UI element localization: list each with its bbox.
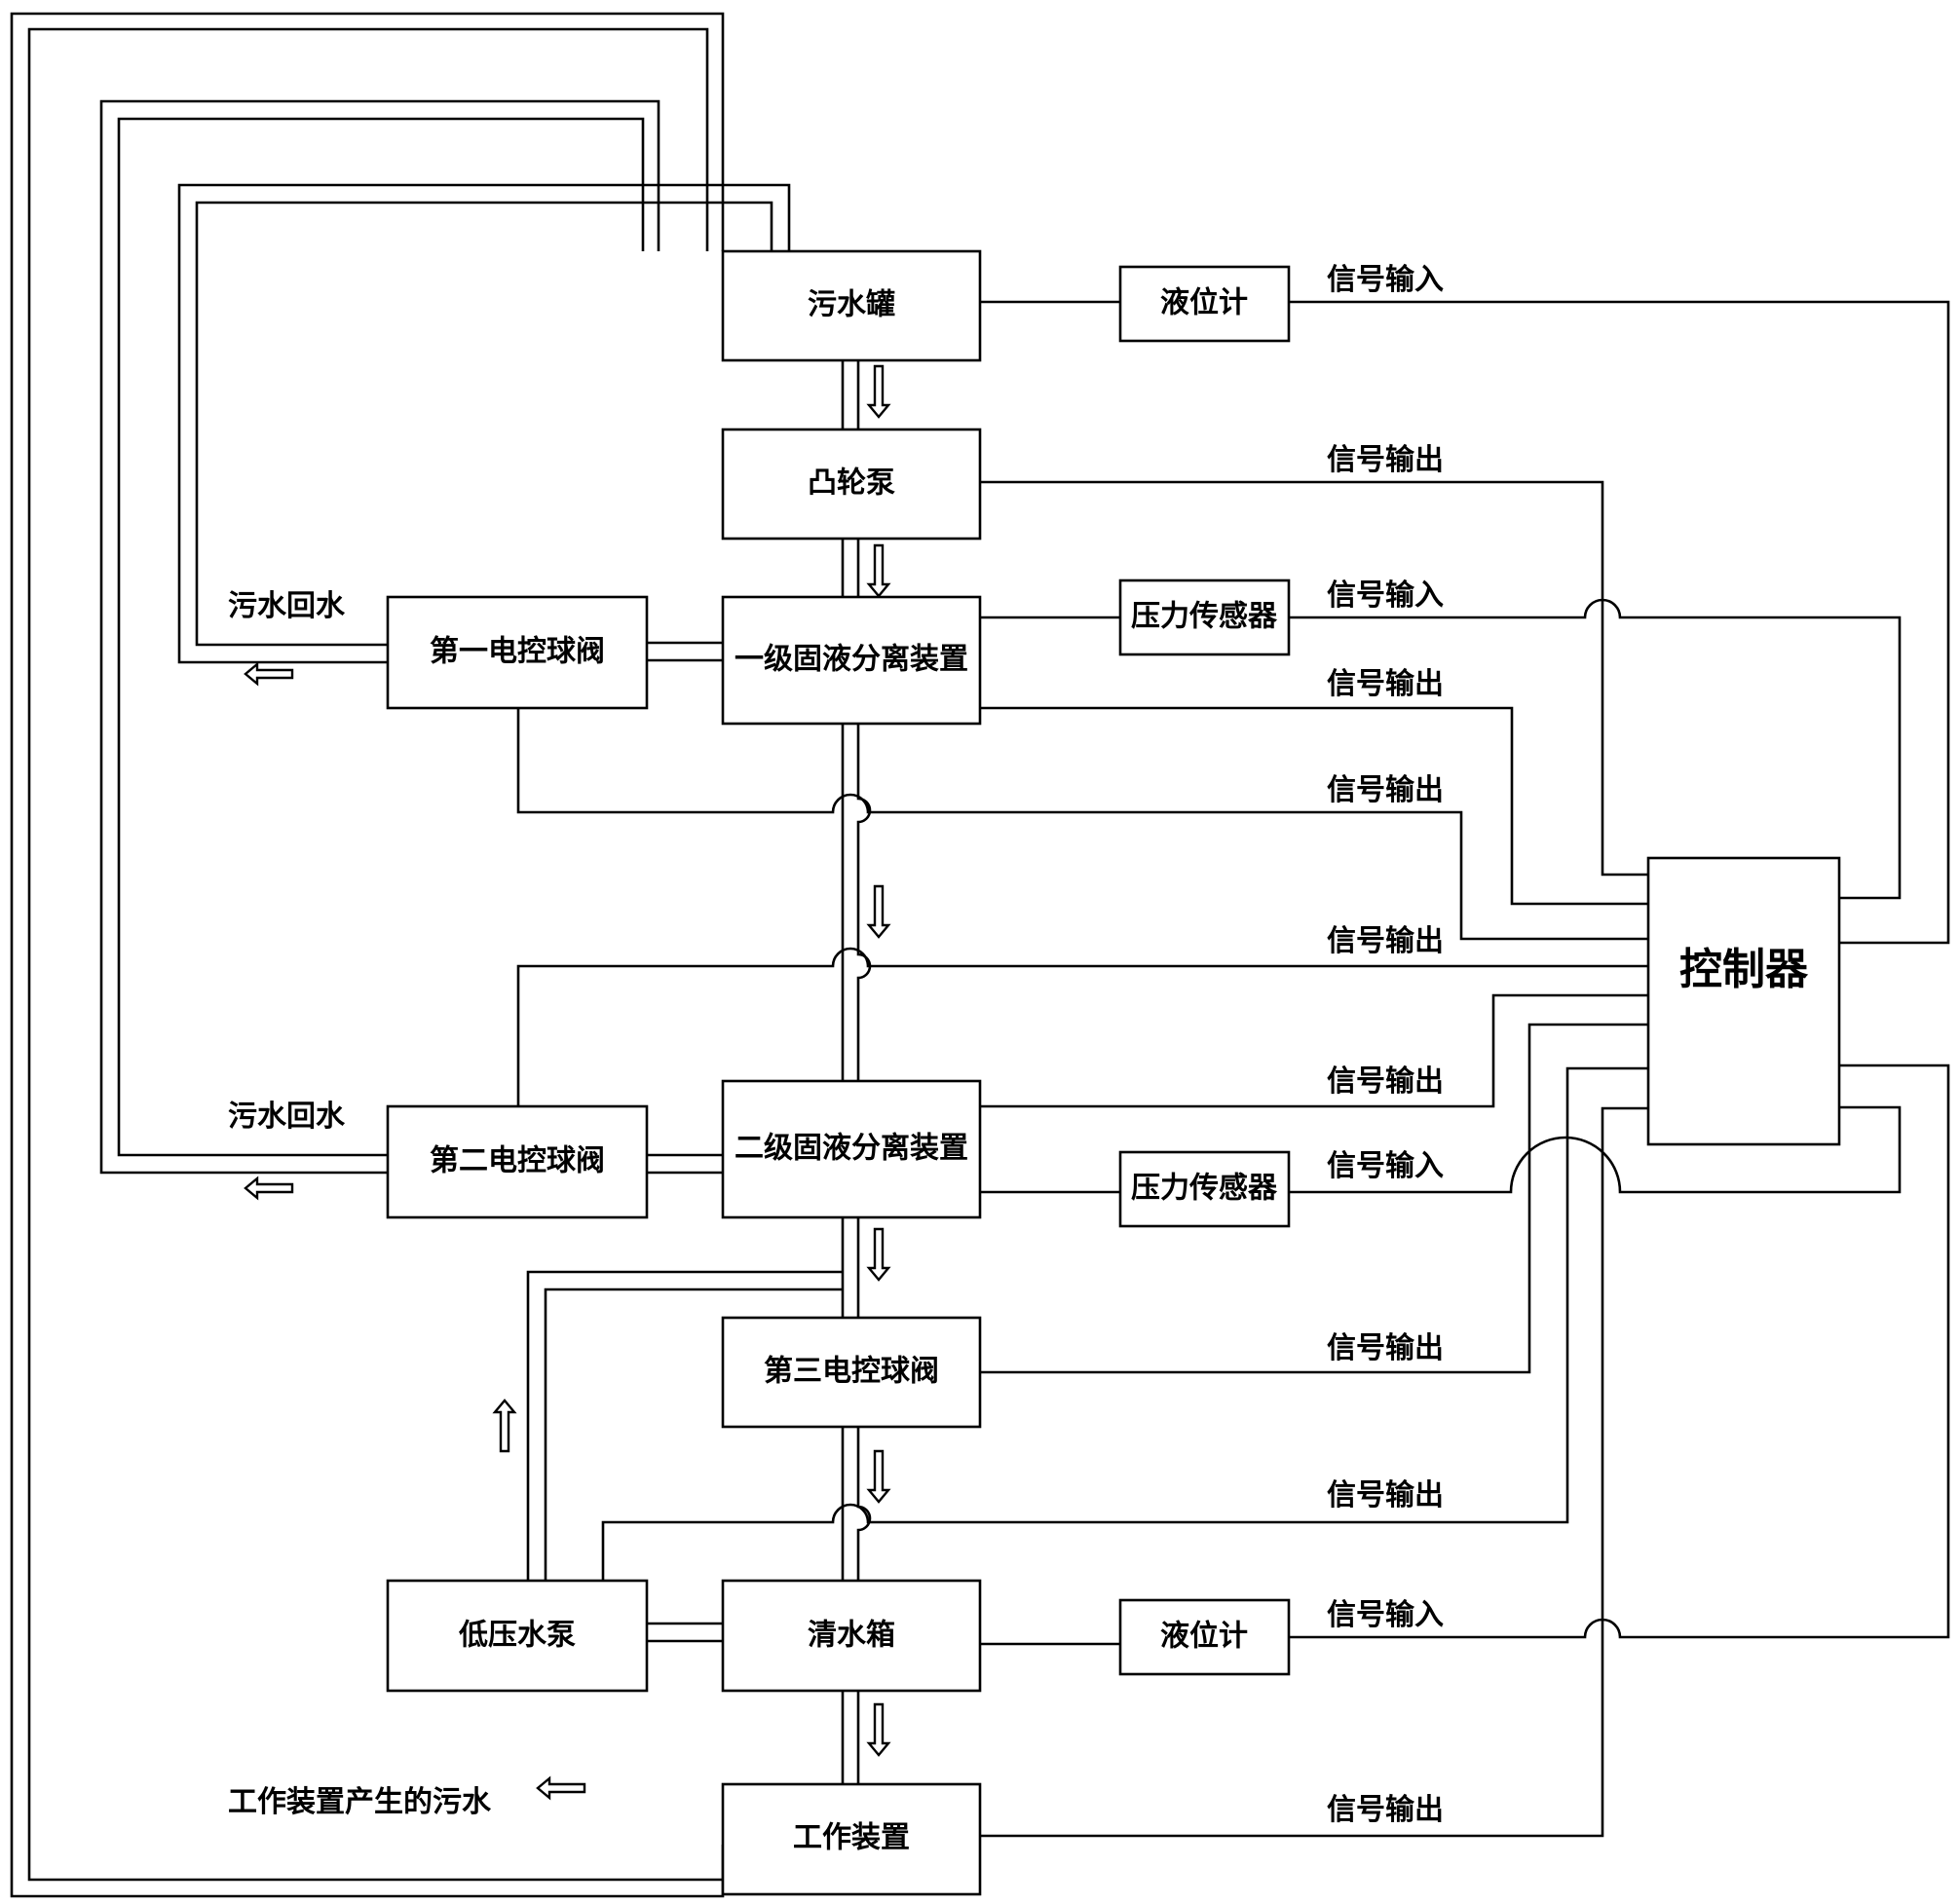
signal-valve2-out	[516, 947, 1648, 1106]
svg-text:压力传感器: 压力传感器	[1131, 1172, 1278, 1206]
label-sewage-return: 污水回水	[228, 1100, 346, 1134]
arrow-down-icon	[866, 884, 891, 939]
label-signal-output: 信号输出	[1327, 1064, 1444, 1099]
arrow-left-icon	[536, 1775, 586, 1801]
svg-text:一级固液分离装置: 一级固液分离装置	[735, 643, 968, 677]
node-cam-pump: 凸轮泵	[721, 428, 982, 541]
label-signal-output: 信号输出	[1327, 1331, 1444, 1365]
pipe-valve1-return-outer	[177, 183, 791, 664]
pipe-pump-to-sep2-outer	[526, 1270, 843, 1581]
arrow-down-icon	[866, 1449, 891, 1504]
label-signal-input: 信号输入	[1327, 1598, 1444, 1632]
node-clean-tank: 清水箱	[721, 1579, 982, 1693]
svg-text:污水罐: 污水罐	[808, 288, 895, 322]
main-pipe-right	[856, 359, 872, 1784]
label-sewage-return: 污水回水	[228, 589, 346, 623]
label-signal-input: 信号输入	[1327, 1149, 1444, 1183]
signal-valve1-out	[516, 708, 1648, 941]
node-separator-1: 一级固液分离装置	[721, 595, 982, 726]
svg-text:二级固液分离装置: 二级固液分离装置	[735, 1132, 968, 1166]
signal-sep2-out	[980, 993, 1648, 1108]
arrow-left-icon	[244, 1176, 294, 1201]
pipe-labels: 污水回水 污水回水 工作装置产生的污水	[228, 589, 492, 1819]
label-signal-output: 信号输出	[1327, 924, 1444, 958]
node-sewage-tank: 污水罐	[721, 249, 982, 362]
pipe-valve2-return-inner	[117, 117, 645, 1157]
node-level-gauge-top: 液位计	[1118, 265, 1291, 343]
svg-text:液位计: 液位计	[1160, 286, 1248, 320]
pipe-valve2-return-outer	[99, 99, 660, 1175]
label-signal-input: 信号输入	[1327, 579, 1444, 613]
node-low-pressure-pump: 低压水泵	[386, 1579, 649, 1693]
signal-work-out	[980, 1106, 1648, 1838]
label-signal-input: 信号输入	[1327, 263, 1444, 297]
node-separator-2: 二级固液分离装置	[721, 1079, 982, 1219]
node-valve-3: 第三电控球阀	[721, 1316, 982, 1429]
pipe-sep1-valve1	[647, 641, 724, 662]
label-signal-output: 信号输出	[1327, 667, 1444, 701]
pipe-pump-to-sep2-inner	[544, 1288, 843, 1581]
svg-text:控制器: 控制器	[1679, 945, 1809, 994]
node-controller: 控制器	[1646, 856, 1841, 1146]
svg-text:低压水泵: 低压水泵	[458, 1619, 576, 1653]
pipe-valve1-return-inner	[195, 201, 773, 647]
node-valve-1: 第一电控球阀	[386, 595, 649, 710]
node-pressure-sensor-2: 压力传感器	[1118, 1150, 1291, 1228]
node-valve-2: 第二电控球阀	[386, 1104, 649, 1219]
signal-gauge-bottom-in	[1289, 1064, 1950, 1639]
svg-text:第一电控球阀: 第一电控球阀	[430, 635, 605, 669]
signal-gauge-top-in	[1289, 300, 1950, 945]
svg-text:压力传感器: 压力传感器	[1131, 600, 1278, 634]
signal-psensor1-in	[1289, 598, 1902, 900]
svg-text:液位计: 液位计	[1160, 1620, 1248, 1654]
svg-text:第三电控球阀: 第三电控球阀	[764, 1355, 939, 1389]
pipe-sep2-valve2	[647, 1153, 724, 1175]
signal-valve3-out	[980, 1023, 1648, 1374]
pipe-clean-pump	[647, 1622, 724, 1643]
signal-sep1-out	[980, 706, 1648, 906]
arrow-down-icon	[866, 1227, 891, 1282]
label-signal-output: 信号输出	[1327, 443, 1444, 477]
label-signal-output: 信号输出	[1327, 1478, 1444, 1512]
arrow-down-icon	[866, 543, 891, 598]
svg-text:工作装置: 工作装置	[793, 1821, 910, 1855]
svg-text:凸轮泵: 凸轮泵	[808, 467, 895, 501]
label-signal-output: 信号输出	[1327, 1793, 1444, 1827]
signal-campump-out	[980, 480, 1648, 877]
node-work-device: 工作装置	[721, 1782, 982, 1896]
arrow-down-icon	[866, 1702, 891, 1757]
connection-lines	[10, 12, 1950, 1898]
arrow-up-icon	[492, 1399, 517, 1453]
signal-labels: 信号输入 信号输出 信号输入 信号输出 信号输出 信号输出 信号输出 信号输入 …	[1327, 263, 1444, 1827]
arrow-down-icon	[866, 364, 891, 419]
label-signal-output: 信号输出	[1327, 773, 1444, 807]
node-pressure-sensor-1: 压力传感器	[1118, 579, 1291, 656]
arrow-left-icon	[244, 661, 294, 687]
flow-arrows	[244, 364, 891, 1801]
svg-text:清水箱: 清水箱	[808, 1619, 895, 1653]
signal-psensor2-in	[1289, 1105, 1902, 1194]
signal-pump-out	[601, 1066, 1648, 1581]
svg-text:第二电控球阀: 第二电控球阀	[430, 1144, 605, 1178]
node-level-gauge-bottom: 液位计	[1118, 1598, 1291, 1676]
pipe-work-to-sewage-inner	[27, 27, 723, 1882]
label-work-sewage: 工作装置产生的污水	[228, 1785, 492, 1819]
